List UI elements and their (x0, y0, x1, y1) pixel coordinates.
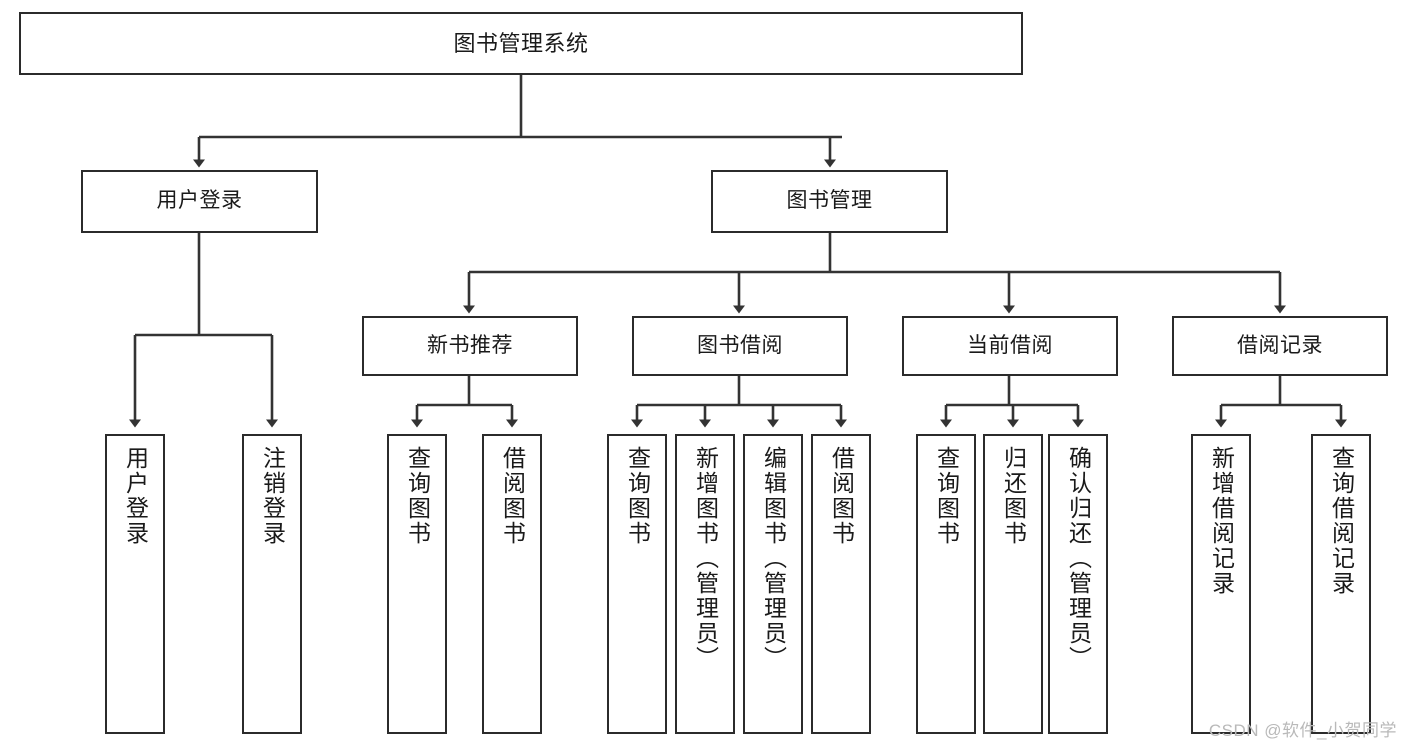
node-current-borrow-label: 当前借阅 (967, 333, 1053, 357)
leaf-add-record-label: 新增借阅记录 (1208, 446, 1235, 596)
leaf-user-login[interactable]: 用户登录 (105, 434, 165, 734)
leaf-query-book-3-label: 查询图书 (933, 446, 960, 546)
node-current-borrow[interactable]: 当前借阅 (902, 316, 1118, 376)
node-new-book-recommend[interactable]: 新书推荐 (362, 316, 578, 376)
leaf-query-record-label: 查询借阅记录 (1328, 446, 1355, 596)
csdn-watermark: CSDN @软件_小贺同学 (1208, 721, 1397, 740)
leaf-borrow-book-1-label: 借阅图书 (499, 446, 526, 546)
leaf-query-book-2[interactable]: 查询图书 (607, 434, 667, 734)
leaf-query-book-3[interactable]: 查询图书 (916, 434, 976, 734)
leaf-add-book[interactable]: 新增图书（管理员） (675, 434, 735, 734)
leaf-query-book-1-label: 查询图书 (404, 446, 431, 546)
node-book-manage[interactable]: 图书管理 (711, 170, 948, 233)
leaf-borrow-book-1[interactable]: 借阅图书 (482, 434, 542, 734)
leaf-logout-login-label: 注销登录 (259, 446, 286, 546)
leaf-query-book-2-label: 查询图书 (624, 446, 651, 546)
leaf-confirm-return-label: 确认归还（管理员） (1065, 446, 1092, 671)
leaf-return-book[interactable]: 归还图书 (983, 434, 1043, 734)
node-borrow-record[interactable]: 借阅记录 (1172, 316, 1388, 376)
leaf-add-book-label: 新增图书（管理员） (692, 446, 719, 671)
leaf-return-book-label: 归还图书 (1000, 446, 1027, 546)
leaf-borrow-book-2-label: 借阅图书 (828, 446, 855, 546)
leaf-query-book-1[interactable]: 查询图书 (387, 434, 447, 734)
node-root-label: 图书管理系统 (453, 30, 589, 56)
leaf-confirm-return[interactable]: 确认归还（管理员） (1048, 434, 1108, 734)
node-user-login-label: 用户登录 (156, 189, 243, 213)
leaf-edit-book[interactable]: 编辑图书（管理员） (743, 434, 803, 734)
node-new-book-recommend-label: 新书推荐 (427, 333, 513, 357)
leaf-borrow-book-2[interactable]: 借阅图书 (811, 434, 871, 734)
leaf-user-login-label: 用户登录 (122, 446, 149, 546)
node-user-login[interactable]: 用户登录 (81, 170, 318, 233)
node-book-manage-label: 图书管理 (786, 189, 873, 213)
node-book-borrow[interactable]: 图书借阅 (632, 316, 848, 376)
node-root-system[interactable]: 图书管理系统 (19, 12, 1023, 75)
leaf-add-record[interactable]: 新增借阅记录 (1191, 434, 1251, 734)
node-borrow-record-label: 借阅记录 (1237, 333, 1323, 357)
node-book-borrow-label: 图书借阅 (697, 333, 783, 357)
leaf-edit-book-label: 编辑图书（管理员） (760, 446, 787, 671)
leaf-query-record[interactable]: 查询借阅记录 (1311, 434, 1371, 734)
leaf-logout-login[interactable]: 注销登录 (242, 434, 302, 734)
